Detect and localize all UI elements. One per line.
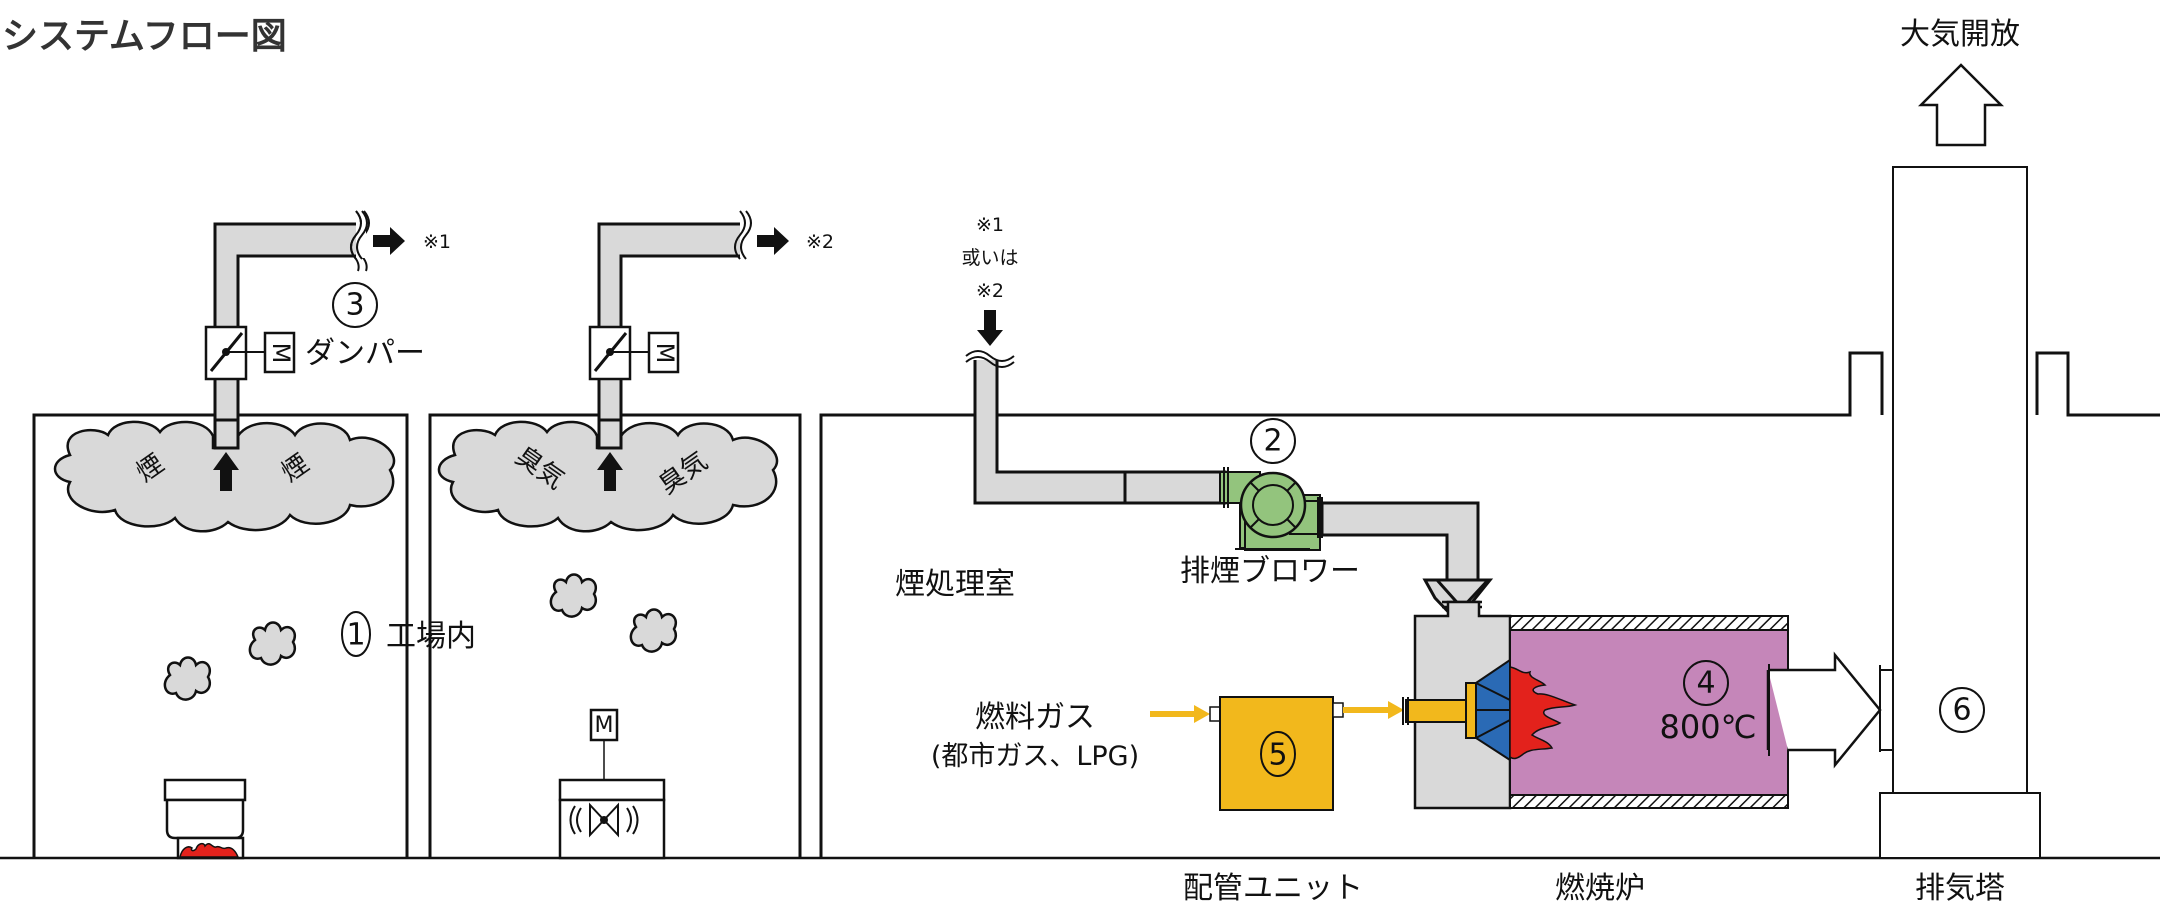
exhaust-stack[interactable]: [1879, 166, 2041, 859]
smoke-puff: [163, 656, 212, 701]
room-factory: ※1 M 3 ダンパー 煙 煙 1 工場内: [32, 210, 476, 860]
furnace-temperature: 800℃: [1659, 708, 1756, 746]
number-badge-6: [1939, 687, 1985, 733]
blower-number: 2: [1263, 424, 1282, 459]
inlet-note-2: ※2: [976, 280, 1004, 302]
fuel-arrow-icon: [1343, 701, 1404, 719]
valve-cap: [558, 778, 666, 802]
room-odor: ※2 M 臭気 臭気 M: [428, 210, 834, 860]
section-label-furnace: 燃焼炉: [1555, 871, 1645, 906]
combustion-furnace[interactable]: [1402, 600, 1789, 810]
blower-label: 排煙ブロワー: [1180, 554, 1360, 589]
down-arrow-icon: [977, 310, 1003, 346]
inlet-note-or: 或いは: [961, 247, 1018, 269]
outlet-arrow-icon: [373, 227, 405, 255]
smoke-puff: [248, 621, 297, 666]
piping-unit[interactable]: [1219, 696, 1334, 811]
odor-puff: [629, 608, 678, 653]
pot-lid: [163, 778, 247, 802]
damper-motor-label: M: [267, 343, 295, 364]
outlet-arrow-icon: [757, 227, 789, 255]
fuel-type-label: (都市ガス、LPG): [931, 741, 1139, 772]
outlet-note-2: ※2: [806, 231, 834, 253]
damper-label: ダンパー: [305, 336, 425, 371]
piping-unit-number: 5: [1268, 738, 1287, 773]
up-arrow-icon: [213, 452, 239, 491]
duct-inlet: [213, 418, 240, 450]
valve-motor-label: M: [595, 713, 614, 738]
roof-right: [2035, 351, 2160, 417]
factory-number: 1: [346, 618, 365, 653]
room-treatment: 煙処理室 ※1 或いは ※2 2: [819, 214, 2160, 858]
page-title: システムフロー図: [2, 16, 287, 57]
treatment-room-label: 煙処理室: [895, 567, 1015, 602]
damper-motor-icon: [647, 331, 680, 374]
odor-puff: [549, 573, 598, 618]
number-badge-4: [1683, 660, 1729, 706]
damper-motor-label: M: [651, 343, 679, 364]
furnace-chamber: [1509, 629, 1789, 796]
damper-number: 3: [345, 288, 364, 323]
number-badge-2: [1250, 418, 1296, 464]
damper-motor-icon: [263, 331, 296, 374]
furnace-number: 4: [1696, 666, 1715, 701]
refractory-bottom: [1509, 794, 1789, 809]
room-treatment-walls: [819, 351, 1884, 858]
inlet-note-1: ※1: [976, 214, 1004, 236]
stove-flame-icon: [179, 842, 240, 858]
number-badge-1: [341, 611, 371, 657]
atmosphere-release-label: 大気開放: [1900, 17, 2020, 52]
section-label-stack: 排気塔: [1915, 871, 2005, 906]
pot-body: [165, 798, 245, 840]
main-duct: [973, 356, 1127, 505]
section-label-piping-unit: 配管ユニット: [1183, 871, 1363, 906]
number-badge-5: [1260, 731, 1296, 777]
valve-motor-icon: [589, 708, 619, 742]
fuel-arrow-icon: [1150, 705, 1210, 723]
up-arrow-icon: [597, 452, 623, 491]
fuel-label: 燃料ガス: [975, 700, 1095, 735]
number-badge-3: [332, 282, 378, 328]
release-arrow-icon: [1917, 63, 2005, 147]
burner-flame-icon: [1509, 666, 1578, 760]
refractory-top: [1509, 615, 1789, 631]
outlet-note-1: ※1: [423, 231, 451, 253]
exhaust-blower[interactable]: [1219, 467, 1323, 551]
stack-number: 6: [1952, 693, 1971, 728]
